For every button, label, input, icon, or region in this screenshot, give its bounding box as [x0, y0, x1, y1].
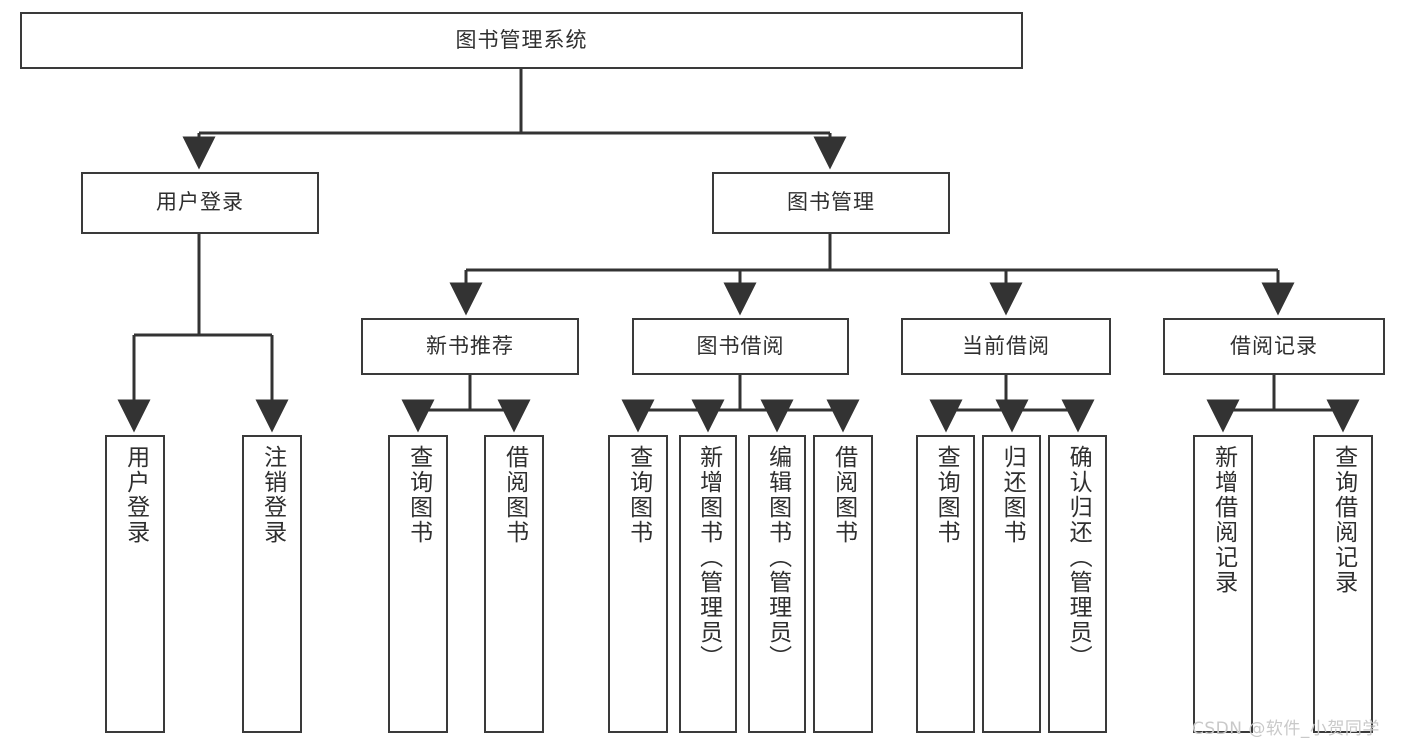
- node-leaf-logout[interactable]: 注销登录: [242, 435, 302, 733]
- node-leaf-confirm-return-admin[interactable]: 确认归还（管理员）: [1048, 435, 1107, 733]
- node-leaf-query-book-current-label: 查询图书: [933, 445, 960, 545]
- node-leaf-user-login[interactable]: 用户登录: [105, 435, 165, 733]
- node-leaf-query-book-borrow[interactable]: 查询图书: [608, 435, 668, 733]
- node-leaf-edit-book-admin[interactable]: 编辑图书（管理员）: [748, 435, 806, 733]
- node-leaf-add-borrow-record[interactable]: 新增借阅记录: [1193, 435, 1253, 733]
- node-root-system[interactable]: 图书管理系统: [20, 12, 1023, 69]
- node-leaf-query-borrow-record[interactable]: 查询借阅记录: [1313, 435, 1373, 733]
- node-leaf-edit-book-admin-label: 编辑图书（管理员）: [764, 445, 791, 670]
- node-user-login[interactable]: 用户登录: [81, 172, 319, 234]
- node-leaf-confirm-return-admin-label: 确认归还（管理员）: [1065, 445, 1092, 670]
- node-leaf-add-book-admin-label: 新增图书（管理员）: [695, 445, 722, 670]
- node-leaf-borrow-book-borrow-label: 借阅图书: [830, 445, 857, 545]
- node-leaf-logout-label: 注销登录: [259, 445, 286, 545]
- node-leaf-query-book-rec[interactable]: 查询图书: [388, 435, 448, 733]
- node-leaf-add-book-admin[interactable]: 新增图书（管理员）: [679, 435, 737, 733]
- node-leaf-query-book-current[interactable]: 查询图书: [916, 435, 975, 733]
- node-leaf-return-book[interactable]: 归还图书: [982, 435, 1041, 733]
- node-leaf-return-book-label: 归还图书: [999, 445, 1026, 545]
- node-current-borrow[interactable]: 当前借阅: [901, 318, 1111, 375]
- node-book-borrow[interactable]: 图书借阅: [632, 318, 849, 375]
- node-leaf-query-book-borrow-label: 查询图书: [625, 445, 652, 545]
- node-new-book-recommend[interactable]: 新书推荐: [361, 318, 579, 375]
- node-leaf-borrow-book-rec[interactable]: 借阅图书: [484, 435, 544, 733]
- node-leaf-query-borrow-record-label: 查询借阅记录: [1330, 445, 1357, 595]
- node-book-management[interactable]: 图书管理: [712, 172, 950, 234]
- node-leaf-add-borrow-record-label: 新增借阅记录: [1210, 445, 1237, 595]
- node-borrow-record[interactable]: 借阅记录: [1163, 318, 1385, 375]
- node-leaf-borrow-book-borrow[interactable]: 借阅图书: [813, 435, 873, 733]
- node-leaf-user-login-label: 用户登录: [122, 445, 149, 545]
- node-leaf-query-book-rec-label: 查询图书: [405, 445, 432, 545]
- node-leaf-borrow-book-rec-label: 借阅图书: [501, 445, 528, 545]
